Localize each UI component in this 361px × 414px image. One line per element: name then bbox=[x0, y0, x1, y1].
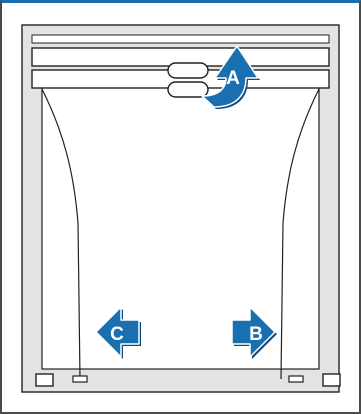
left-corner-block bbox=[35, 373, 54, 387]
curved-arrow-up-icon: A bbox=[201, 45, 260, 109]
right-cord-end bbox=[288, 375, 304, 383]
left-cord bbox=[41, 88, 81, 380]
right-corner-block bbox=[322, 373, 341, 387]
arrow-a-label: A bbox=[226, 68, 240, 89]
arrow-b-label: B bbox=[249, 324, 263, 345]
left-cord-end bbox=[72, 375, 88, 383]
top-rail bbox=[31, 34, 330, 44]
latch-clip-upper bbox=[167, 62, 209, 79]
window-pane bbox=[41, 86, 320, 370]
latch-clip-lower bbox=[167, 81, 209, 98]
arrow-c-label: C bbox=[110, 324, 124, 345]
arrow-right-icon: B bbox=[231, 306, 277, 359]
right-cord bbox=[280, 88, 320, 380]
window-blind-diagram: A B C bbox=[21, 24, 341, 393]
arrow-left-icon: C bbox=[95, 306, 141, 359]
